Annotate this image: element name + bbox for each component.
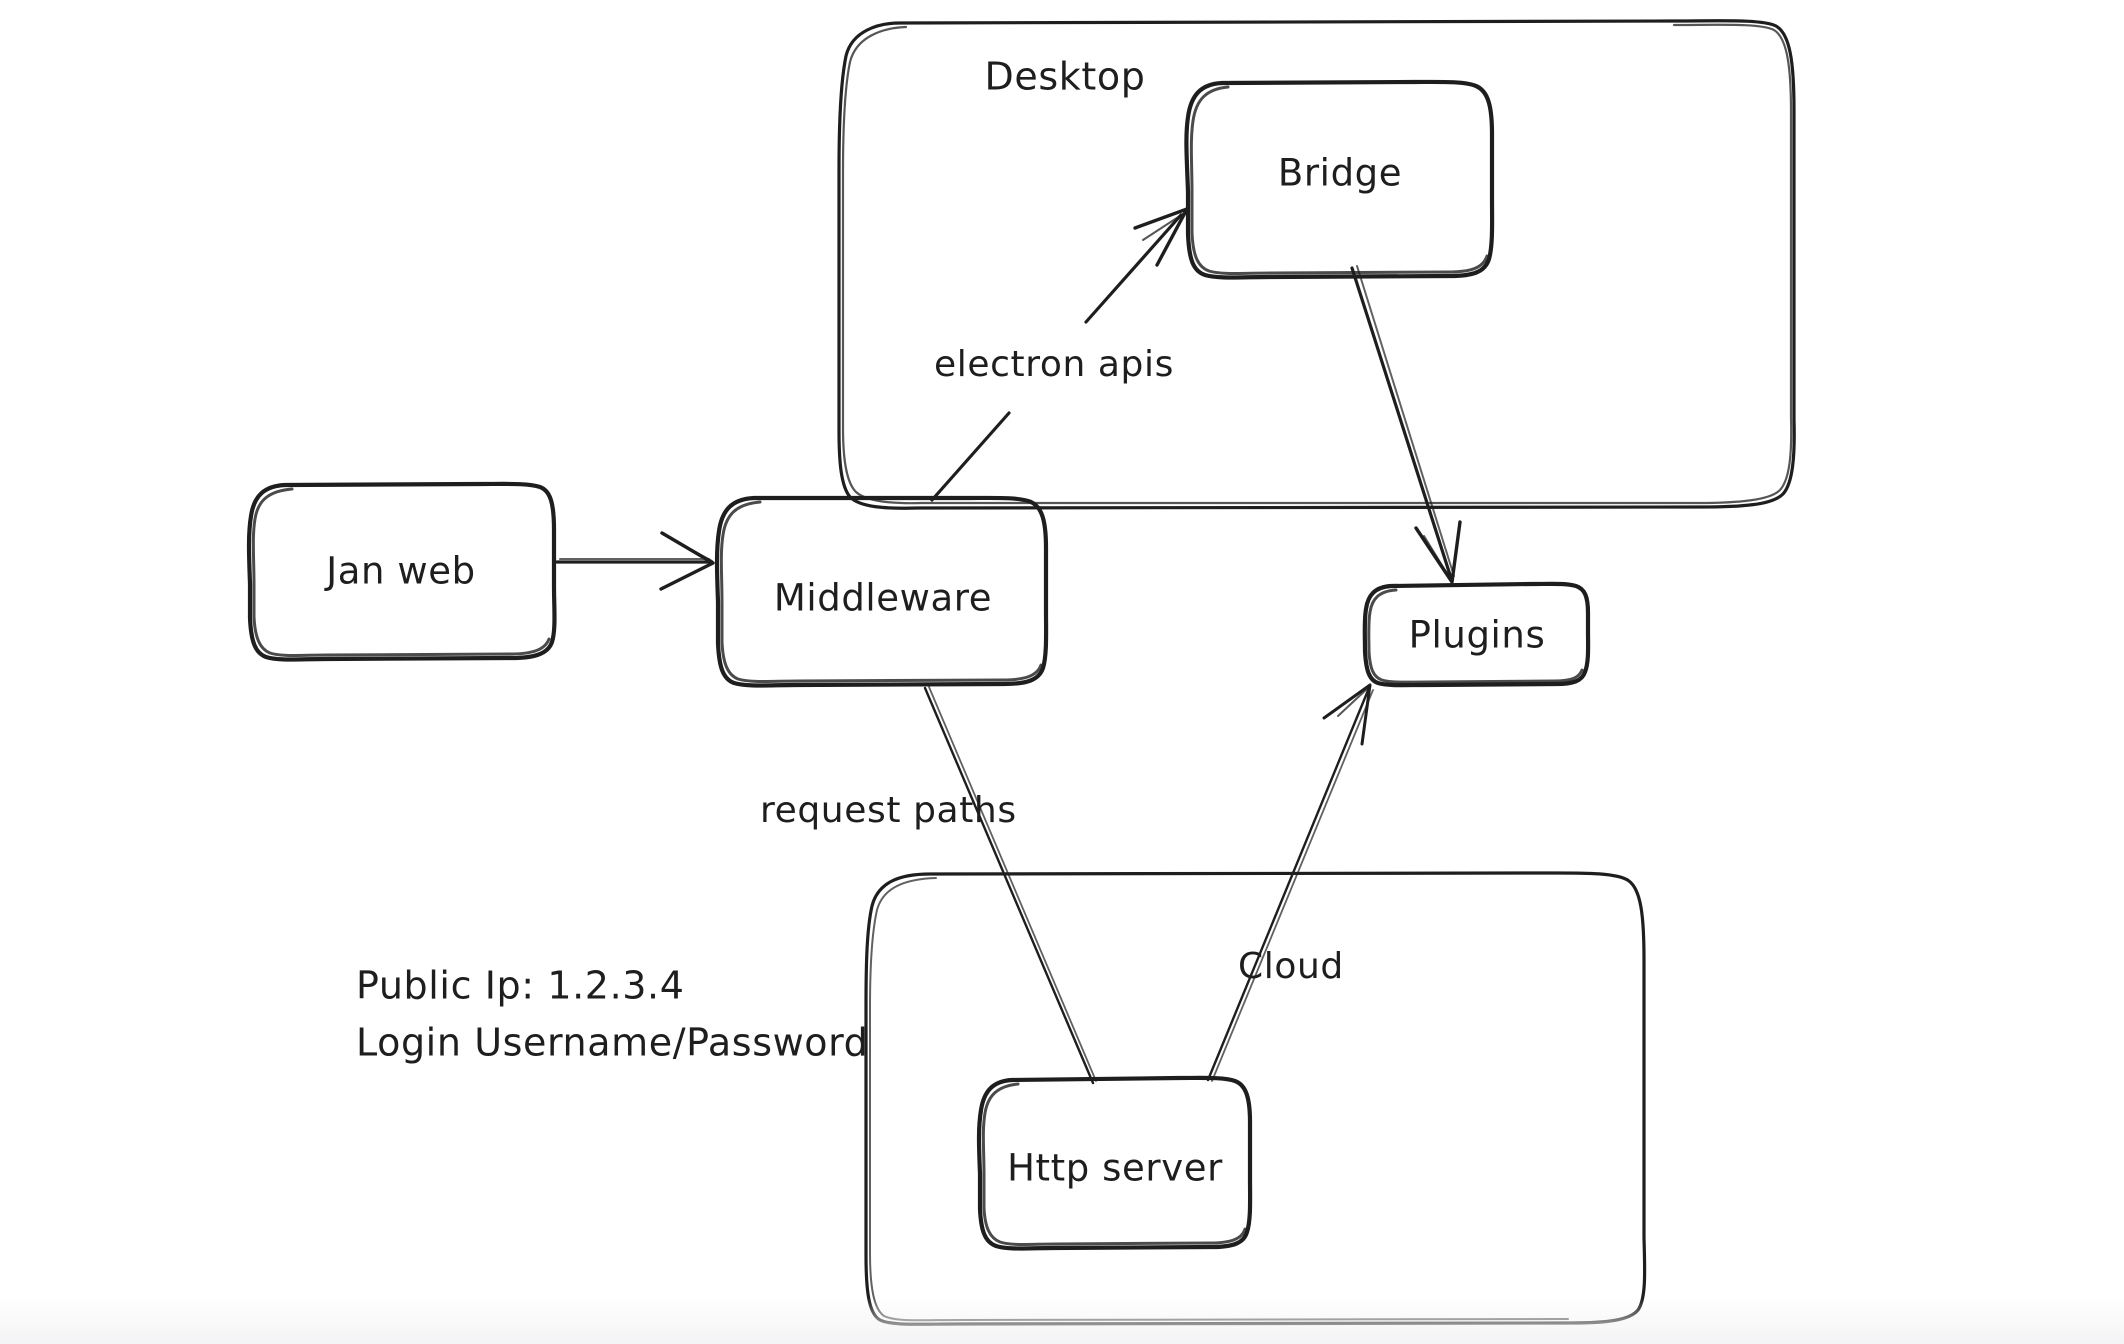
node-bridge[interactable]: Bridge — [1184, 79, 1495, 280]
edge-middleware-to-bridge[interactable]: electron apis — [930, 207, 1189, 502]
edge-middleware-to-bridge-line-lower — [930, 411, 1011, 502]
node-bridge-outline-overdraw — [1189, 85, 1489, 275]
node-jan-web-outline — [246, 481, 557, 662]
container-cloud-outline-overdraw — [869, 877, 1569, 1322]
edge-janweb-to-middleware-arrowhead-overdraw — [667, 536, 713, 562]
edge-middleware-to-httpserver-line-overdraw — [928, 686, 1097, 1082]
node-http-server-outline — [976, 1075, 1253, 1251]
edge-middleware-to-bridge-arrowhead — [1133, 207, 1189, 267]
notes-block[interactable]: Public Ip: 1.2.3.4 Login Username/Passwo… — [356, 964, 868, 1065]
node-middleware-label: Middleware — [774, 577, 992, 620]
edge-middleware-to-bridge-line-upper — [1084, 213, 1183, 324]
edge-bridge-to-plugins[interactable] — [1350, 265, 1462, 584]
node-jan-web[interactable]: Jan web — [246, 481, 557, 662]
node-plugins[interactable]: Plugins — [1362, 581, 1591, 688]
edge-bridge-to-plugins-line — [1350, 266, 1453, 580]
node-plugins-label: Plugins — [1409, 614, 1546, 657]
edge-bridge-to-plugins-line-overdraw — [1356, 265, 1455, 577]
edge-middleware-to-bridge-label: electron apis — [934, 344, 1174, 385]
edge-bridge-to-plugins-arrowhead — [1414, 520, 1462, 584]
edge-httpserver-to-plugins-arrowhead-overdraw — [1337, 686, 1370, 717]
edge-bridge-to-plugins-arrowhead-overdraw — [1423, 535, 1452, 581]
edge-middleware-to-bridge-arrowhead-overdraw — [1142, 211, 1187, 241]
node-middleware-outline-overdraw — [719, 500, 1043, 683]
edge-httpserver-to-plugins-label: Cloud — [1238, 946, 1344, 987]
node-plugins-outline — [1362, 581, 1591, 688]
container-desktop-outline-overdraw — [841, 23, 1793, 505]
edge-httpserver-to-plugins-arrowhead — [1322, 683, 1372, 746]
node-jan-web-label: Jan web — [324, 550, 476, 593]
edge-middleware-to-httpserver-label: request paths — [760, 790, 1017, 831]
edge-middleware-to-httpserver-line — [923, 686, 1095, 1085]
node-middleware[interactable]: Middleware — [714, 495, 1049, 688]
container-desktop[interactable]: Desktop — [837, 19, 1796, 510]
node-http-server-outline-overdraw — [981, 1082, 1247, 1246]
note-login-credentials: Login Username/Password — [356, 1021, 868, 1065]
edge-httpserver-to-plugins-line-overdraw — [1211, 689, 1374, 1082]
edge-middleware-to-httpserver[interactable]: request paths — [760, 686, 1097, 1085]
container-desktop-outline — [837, 19, 1796, 510]
container-desktop-label: Desktop — [985, 55, 1146, 99]
node-http-server-label: Http server — [1007, 1147, 1223, 1190]
note-public-ip: Public Ip: 1.2.3.4 — [356, 964, 685, 1008]
edge-janweb-to-middleware[interactable] — [555, 531, 715, 591]
edge-httpserver-to-plugins[interactable]: Cloud — [1206, 683, 1374, 1082]
node-jan-web-outline-overdraw — [251, 487, 551, 657]
node-bridge-label: Bridge — [1278, 152, 1402, 195]
edge-httpserver-to-plugins-line — [1206, 686, 1371, 1082]
node-middleware-outline — [714, 495, 1049, 688]
node-plugins-outline-overdraw — [1367, 588, 1584, 684]
node-http-server[interactable]: Http server — [976, 1075, 1253, 1251]
